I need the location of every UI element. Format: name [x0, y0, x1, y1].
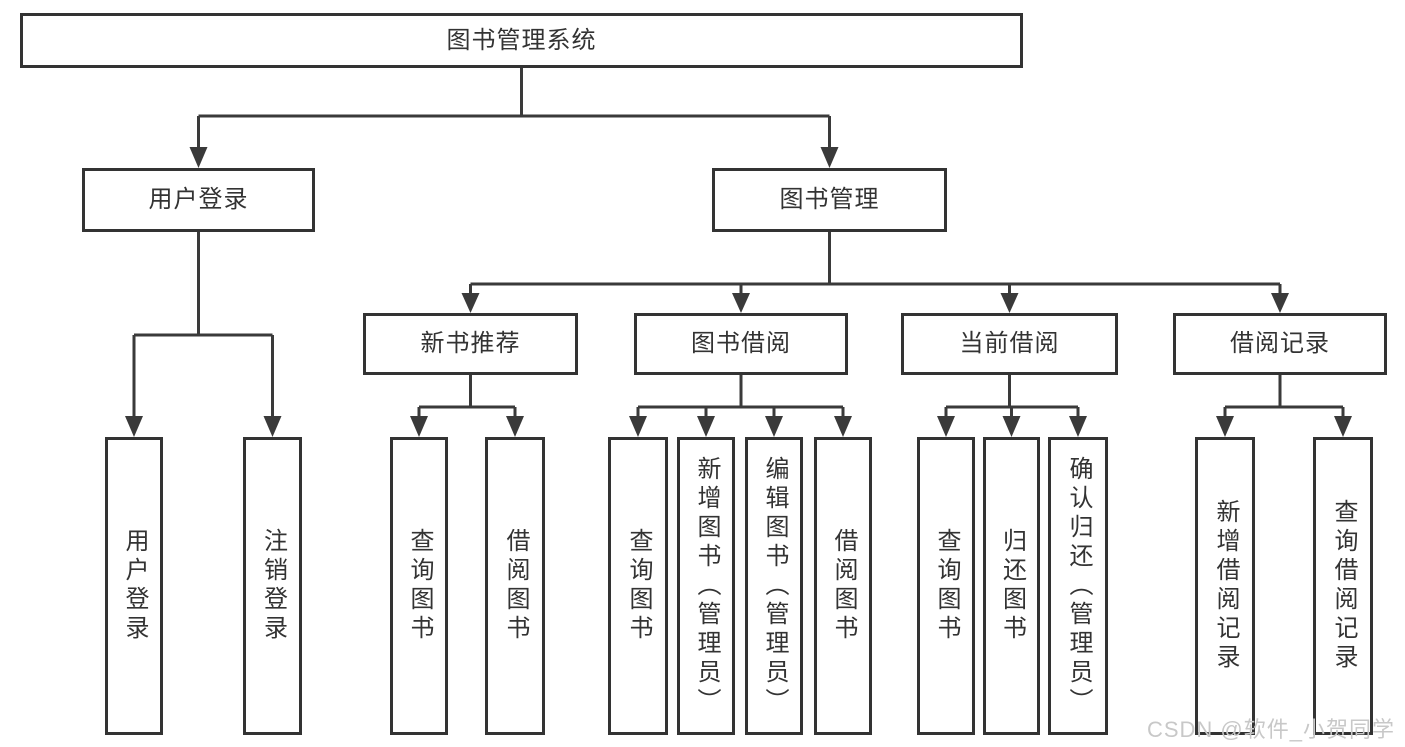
- leaf-borrow-books-recommend: 借阅图书: [485, 437, 545, 735]
- node-book-management: 图书管理: [712, 168, 947, 232]
- node-new-book-recommendation: 新书推荐: [363, 313, 578, 375]
- leaf-confirm-return-admin: 确认归还（管理员）: [1048, 437, 1108, 735]
- leaf-return-book: 归还图书: [983, 437, 1040, 735]
- node-borrowing-records: 借阅记录: [1173, 313, 1387, 375]
- node-current-borrowing: 当前借阅: [901, 313, 1118, 375]
- node-book-borrowing: 图书借阅: [634, 313, 848, 375]
- leaf-add-book-admin: 新增图书（管理员）: [677, 437, 735, 735]
- arrowheads: [125, 147, 1352, 437]
- leaf-logout: 注销登录: [243, 437, 302, 735]
- leaf-query-books-borrow: 查询图书: [608, 437, 668, 735]
- leaf-user-login: 用户登录: [105, 437, 163, 735]
- leaf-edit-book-admin: 编辑图书（管理员）: [745, 437, 803, 735]
- leaf-query-books-current: 查询图书: [917, 437, 975, 735]
- leaf-borrow-books: 借阅图书: [814, 437, 872, 735]
- leaf-query-books-recommend: 查询图书: [390, 437, 448, 735]
- node-user-login: 用户登录: [82, 168, 315, 232]
- csdn-watermark: CSDN @软件_小贺同学: [1146, 717, 1395, 742]
- leaf-add-borrow-record: 新增借阅记录: [1195, 437, 1255, 735]
- node-library-management-system: 图书管理系统: [20, 13, 1023, 68]
- leaf-query-borrow-record: 查询借阅记录: [1313, 437, 1373, 735]
